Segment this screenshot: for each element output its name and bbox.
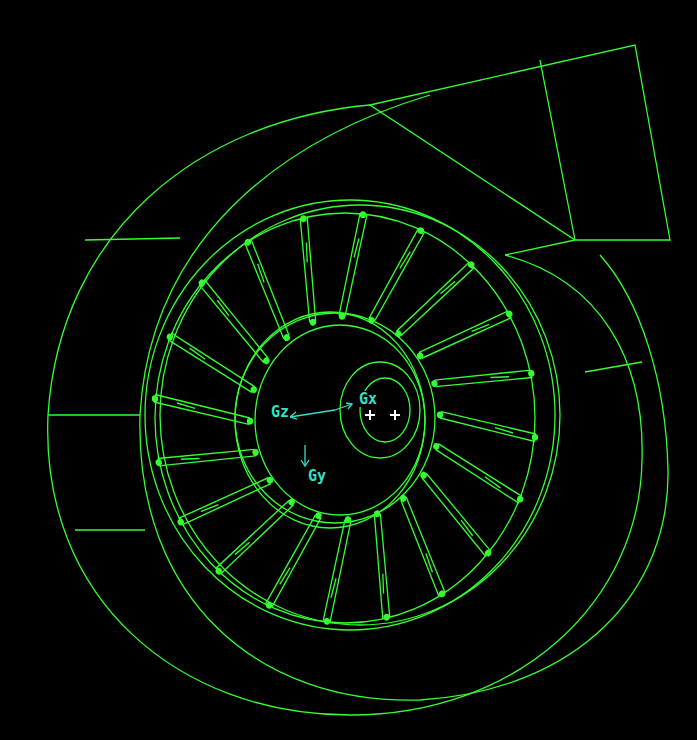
origin-crosses bbox=[365, 410, 400, 420]
axis-label: Gz bbox=[270, 404, 290, 420]
axis-triad bbox=[290, 403, 352, 466]
impeller-rings bbox=[145, 200, 560, 630]
impeller-blades bbox=[153, 212, 538, 624]
axis-label: Gy bbox=[307, 468, 327, 484]
housing-scroll bbox=[48, 45, 670, 715]
axis-label: Gx bbox=[358, 391, 378, 407]
